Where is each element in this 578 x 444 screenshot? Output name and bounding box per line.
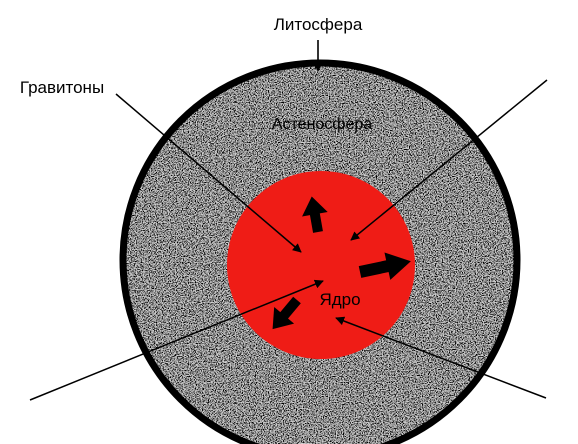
outward-arrow-up [302,196,328,233]
core-outward-arrows [272,196,411,330]
lithosphere-pointer [312,40,324,72]
label-asthenosphere: Астеносфера [272,116,372,133]
label-gravitons: Гравитоны [20,78,104,97]
graviton-ray-upper-left [115,93,302,253]
graviton-ray-lower-right [335,316,547,399]
graviton-rays [29,79,548,401]
graviton-ray-lower-left [29,279,324,401]
outward-arrow-right [358,252,411,280]
label-core: Ядро [319,290,360,309]
label-lithosphere: Литосфера [274,15,363,34]
outward-arrow-lower-left [272,296,301,330]
graviton-ray-upper-right [350,79,548,241]
